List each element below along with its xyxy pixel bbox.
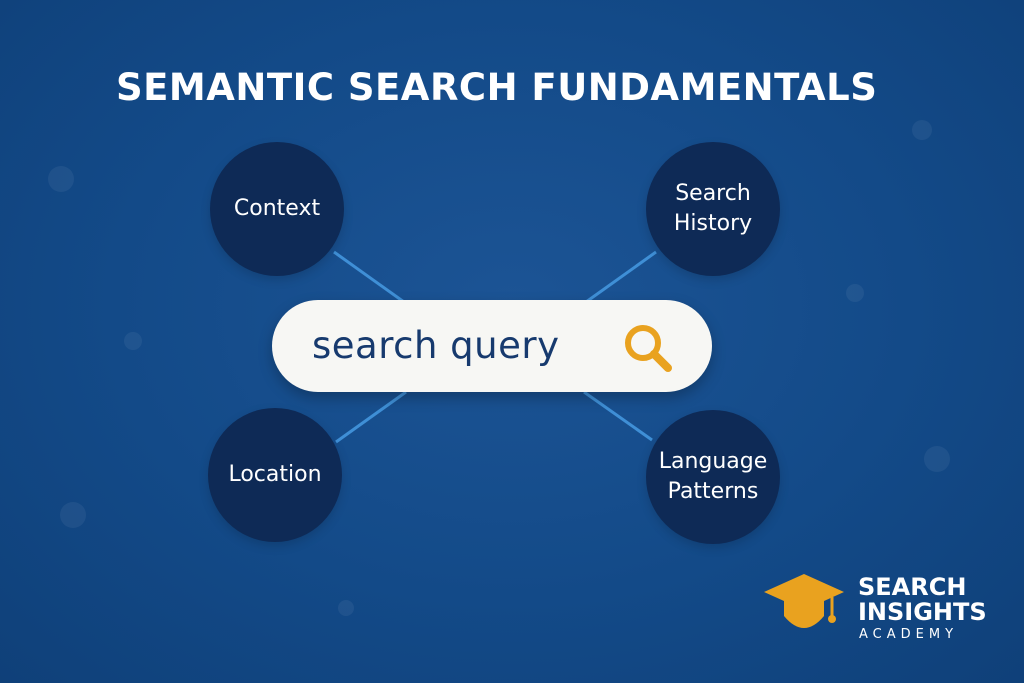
node-label: Context	[233, 196, 321, 221]
node-label: Location	[228, 462, 322, 487]
node-context: Context	[210, 142, 344, 276]
bokeh-dot	[48, 166, 74, 192]
bokeh-dot	[912, 120, 932, 140]
node-label: Search History	[673, 181, 753, 236]
connector-context	[333, 250, 405, 304]
node-label: Language Patterns	[658, 449, 768, 504]
brand-logo: SEARCH INSIGHTS ACADEMY	[762, 570, 1002, 650]
search-bar[interactable]: search query	[272, 300, 712, 392]
diagram-title: SEMANTIC SEARCH FUNDAMENTALS	[116, 66, 878, 109]
connector-location	[335, 390, 407, 444]
search-query-text: search query	[312, 324, 560, 367]
connector-language-patterns	[583, 390, 653, 442]
brand-name-line1: SEARCH	[858, 573, 967, 601]
graduation-cap-icon	[764, 574, 844, 628]
bokeh-dot	[338, 600, 354, 616]
brand-name-line3: ACADEMY	[859, 627, 959, 642]
node-location: Location	[208, 408, 342, 542]
bokeh-dot	[924, 446, 950, 472]
node-language-patterns: Language Patterns	[646, 410, 780, 544]
bokeh-dot	[60, 502, 86, 528]
bokeh-dot	[124, 332, 142, 350]
brand-name-line2: INSIGHTS	[858, 598, 987, 626]
node-search-history: Search History	[646, 142, 780, 276]
connector-search-history	[585, 250, 657, 304]
bokeh-dot	[846, 284, 864, 302]
magnifier-icon[interactable]	[618, 318, 678, 378]
